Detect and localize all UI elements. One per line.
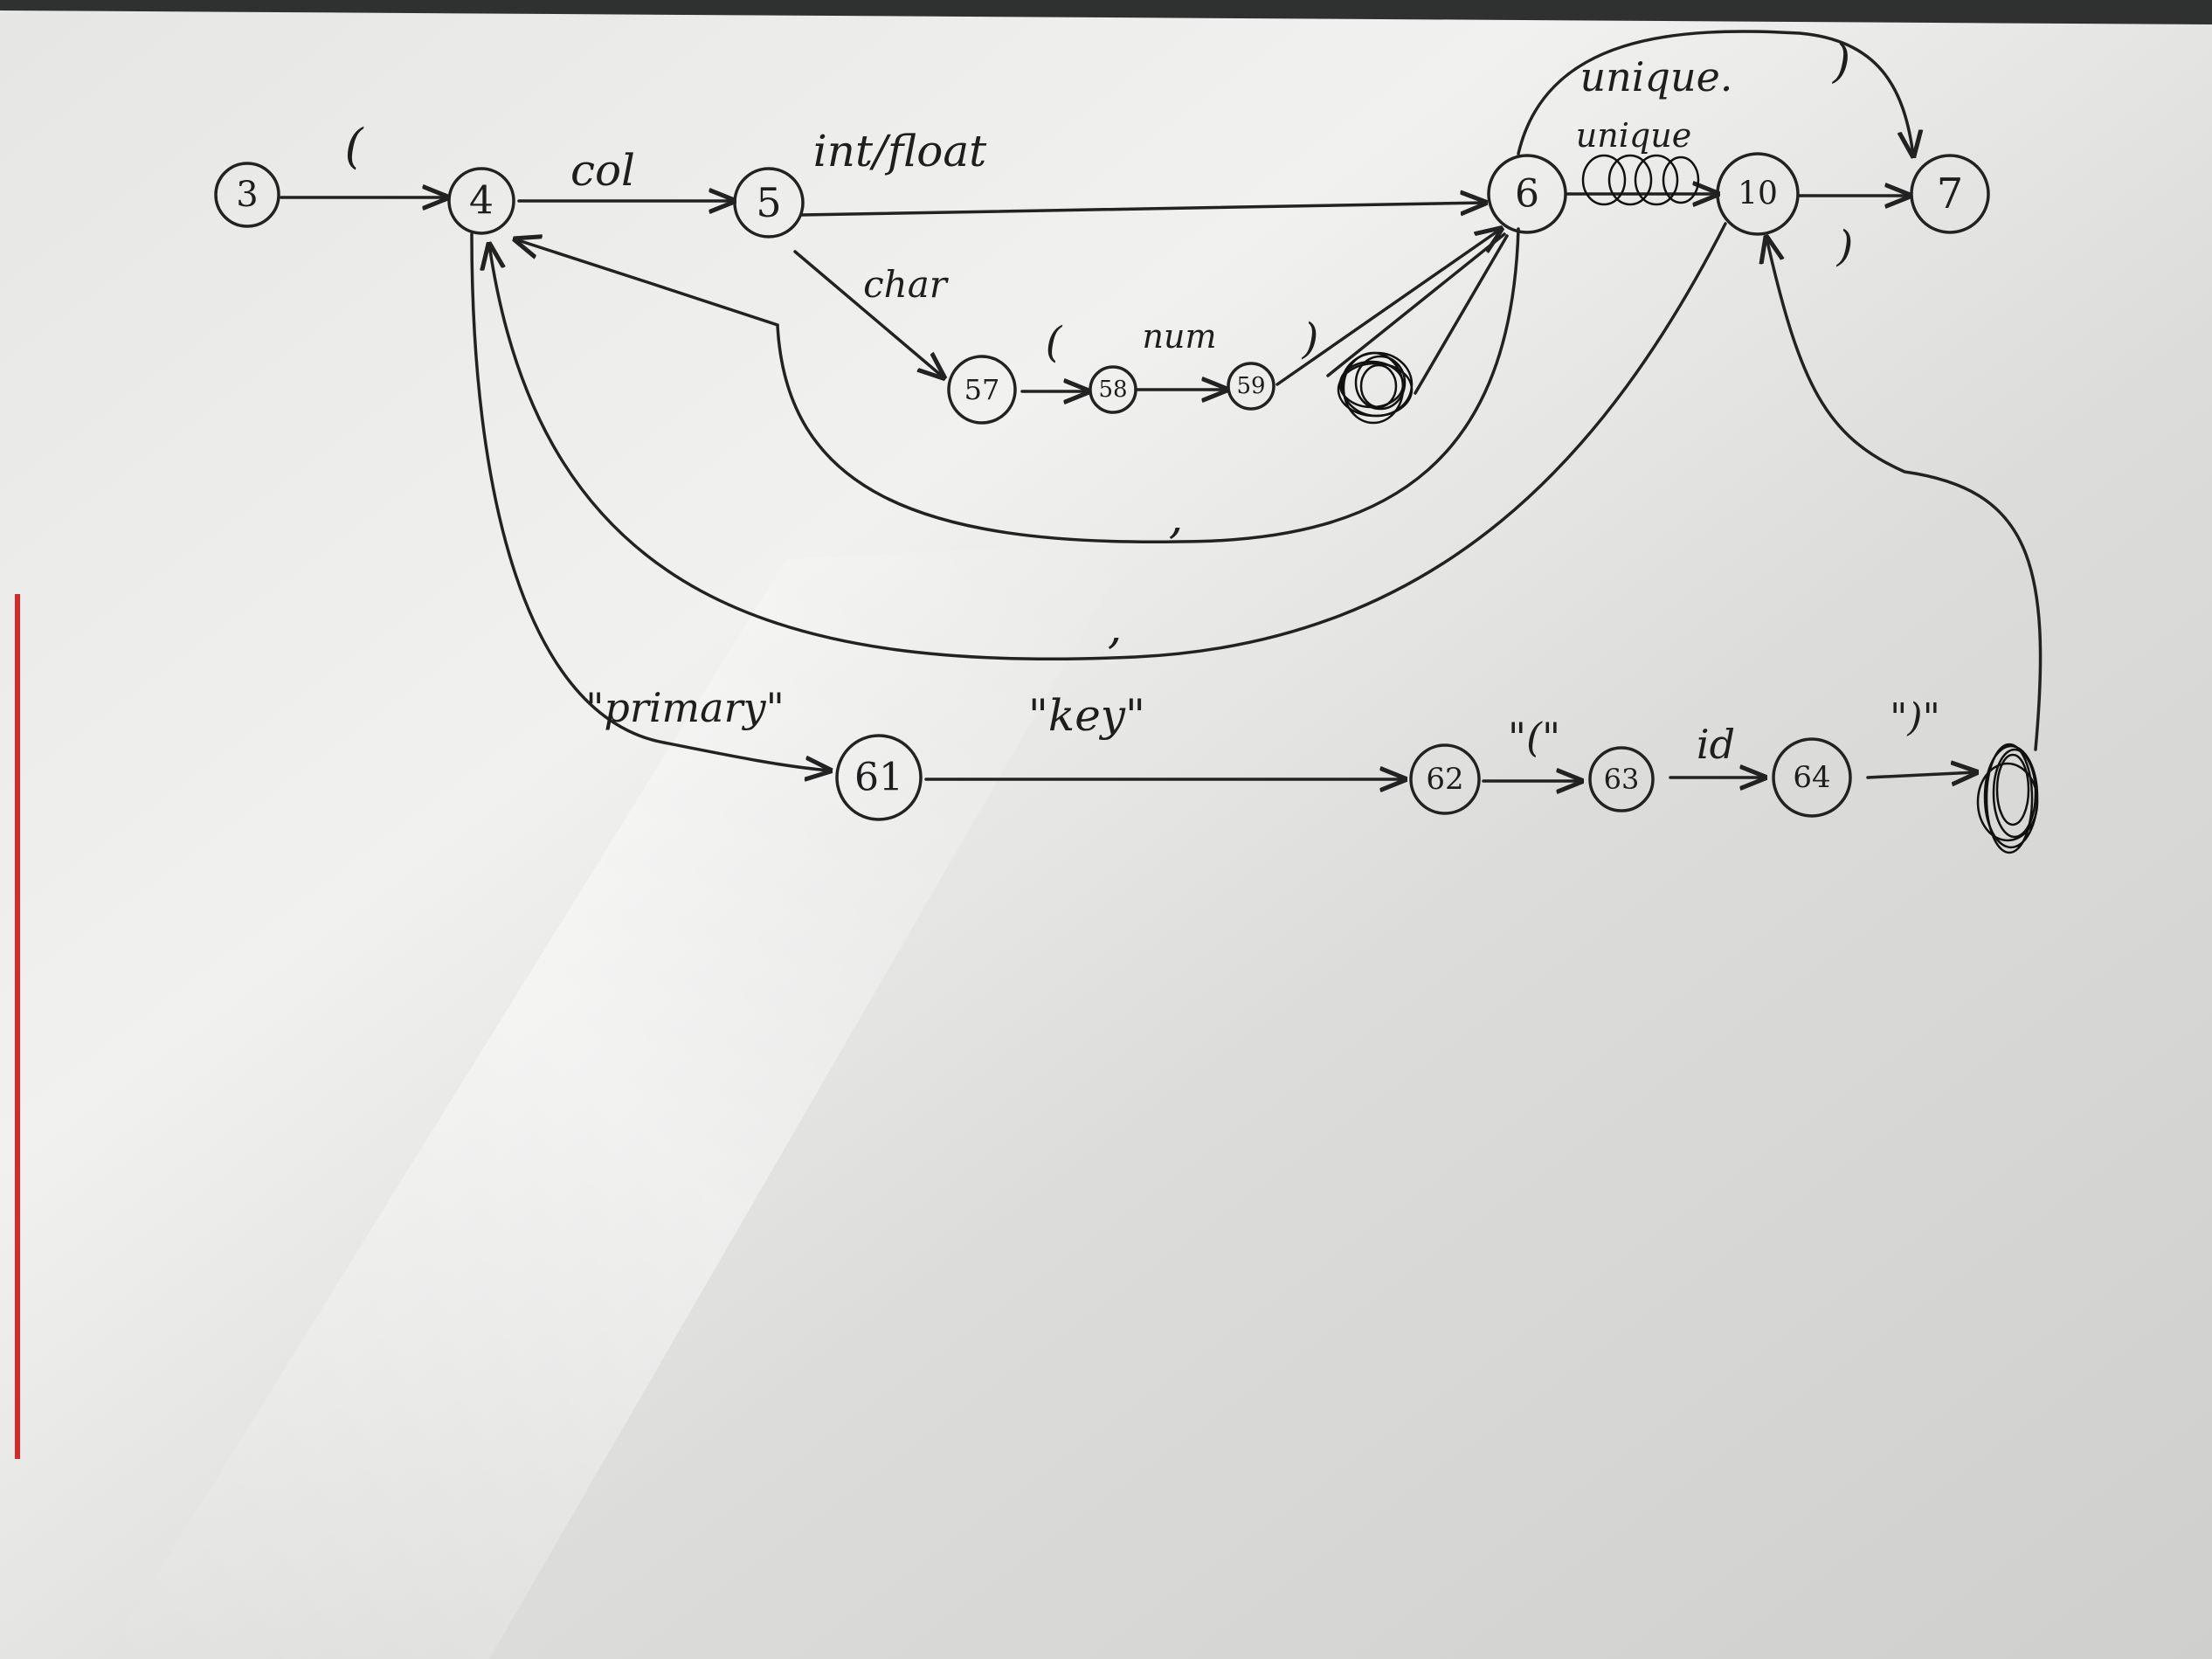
state-59-label: 59 [1236, 373, 1265, 399]
state-63-label: 63 [1604, 763, 1640, 796]
red-margin-line [15, 594, 20, 1459]
edge-labels: ( col int/float char ( num ) unique uniq… [344, 36, 1939, 768]
label-3-4: ( [344, 119, 364, 174]
scribble-after-59 [1337, 351, 1414, 425]
label-58-59: num [1143, 317, 1217, 356]
label-6-10: unique [1576, 116, 1691, 155]
light-reflection [105, 542, 1136, 1659]
label-5-6: int/float [813, 126, 987, 176]
state-6-label: 6 [1515, 172, 1539, 217]
edge-5-to-6 [800, 203, 1485, 217]
label-57-58: ( [1046, 318, 1063, 367]
state-61-label: 61 [854, 756, 903, 800]
edge-4-to-61 [470, 232, 830, 771]
state-62-label: 62 [1426, 762, 1463, 797]
state-64-label: 64 [1793, 760, 1830, 795]
state-10: 10 [1716, 152, 1800, 236]
edge-end-to-10 [1766, 238, 2043, 751]
state-58-label: 58 [1098, 377, 1127, 403]
state-57-label: 57 [964, 373, 1000, 406]
state-7: 7 [1910, 154, 1990, 234]
state-10-label: 10 [1738, 176, 1778, 212]
label-4-61: "primary" [585, 684, 784, 731]
edges [280, 30, 2043, 781]
label-63-64: id [1697, 721, 1735, 768]
edge-10-to-4-loop [489, 222, 1727, 661]
label-10-4-comma: , [1108, 602, 1123, 654]
state-64: 64 [1772, 737, 1852, 818]
edge-6-to-7-arc [1517, 30, 1913, 156]
state-59: 59 [1227, 362, 1275, 411]
state-6: 6 [1487, 154, 1567, 234]
state-63: 63 [1588, 746, 1655, 812]
state-3: 3 [214, 162, 280, 228]
state-61: 61 [835, 734, 923, 821]
edge-59-to-6-stroke-b [1326, 232, 1506, 377]
label-6-7-arc-paren: ) [1832, 36, 1850, 88]
state-4-label: 4 [469, 179, 494, 224]
state-57: 57 [947, 355, 1017, 425]
label-64-end: ")" [1890, 695, 1940, 740]
nodes: 3 4 5 6 10 7 57 58 [214, 152, 1990, 821]
state-7-label: 7 [1937, 169, 1964, 218]
label-4-5: col [570, 145, 635, 196]
state-5: 5 [733, 167, 805, 238]
scribble-end-state [1976, 743, 2039, 854]
label-5-57: char [863, 263, 950, 306]
label-62-63: "(" [1508, 714, 1560, 761]
state-4: 4 [447, 167, 515, 235]
label-59-6: ) [1302, 315, 1319, 363]
edge-6-to-4-loop [515, 227, 1520, 544]
state-3-label: 3 [236, 175, 258, 215]
scribble-unique-loops [1581, 154, 1700, 206]
state-58: 58 [1089, 365, 1137, 414]
label-10-7: ) [1836, 222, 1854, 271]
state-62: 62 [1409, 743, 1481, 815]
label-6-7-arc: unique. [1580, 53, 1733, 100]
label-61-62: "key" [1028, 690, 1145, 741]
state-5-label: 5 [756, 179, 781, 226]
edge-64-to-end [1866, 772, 1976, 778]
edge-5-to-57 [793, 250, 944, 377]
edge-59-to-6-stroke-c [1414, 234, 1509, 395]
scribbled-states [1337, 154, 2039, 854]
label-6-4-comma: , [1169, 492, 1184, 544]
edge-59-to-6 [1275, 229, 1501, 386]
